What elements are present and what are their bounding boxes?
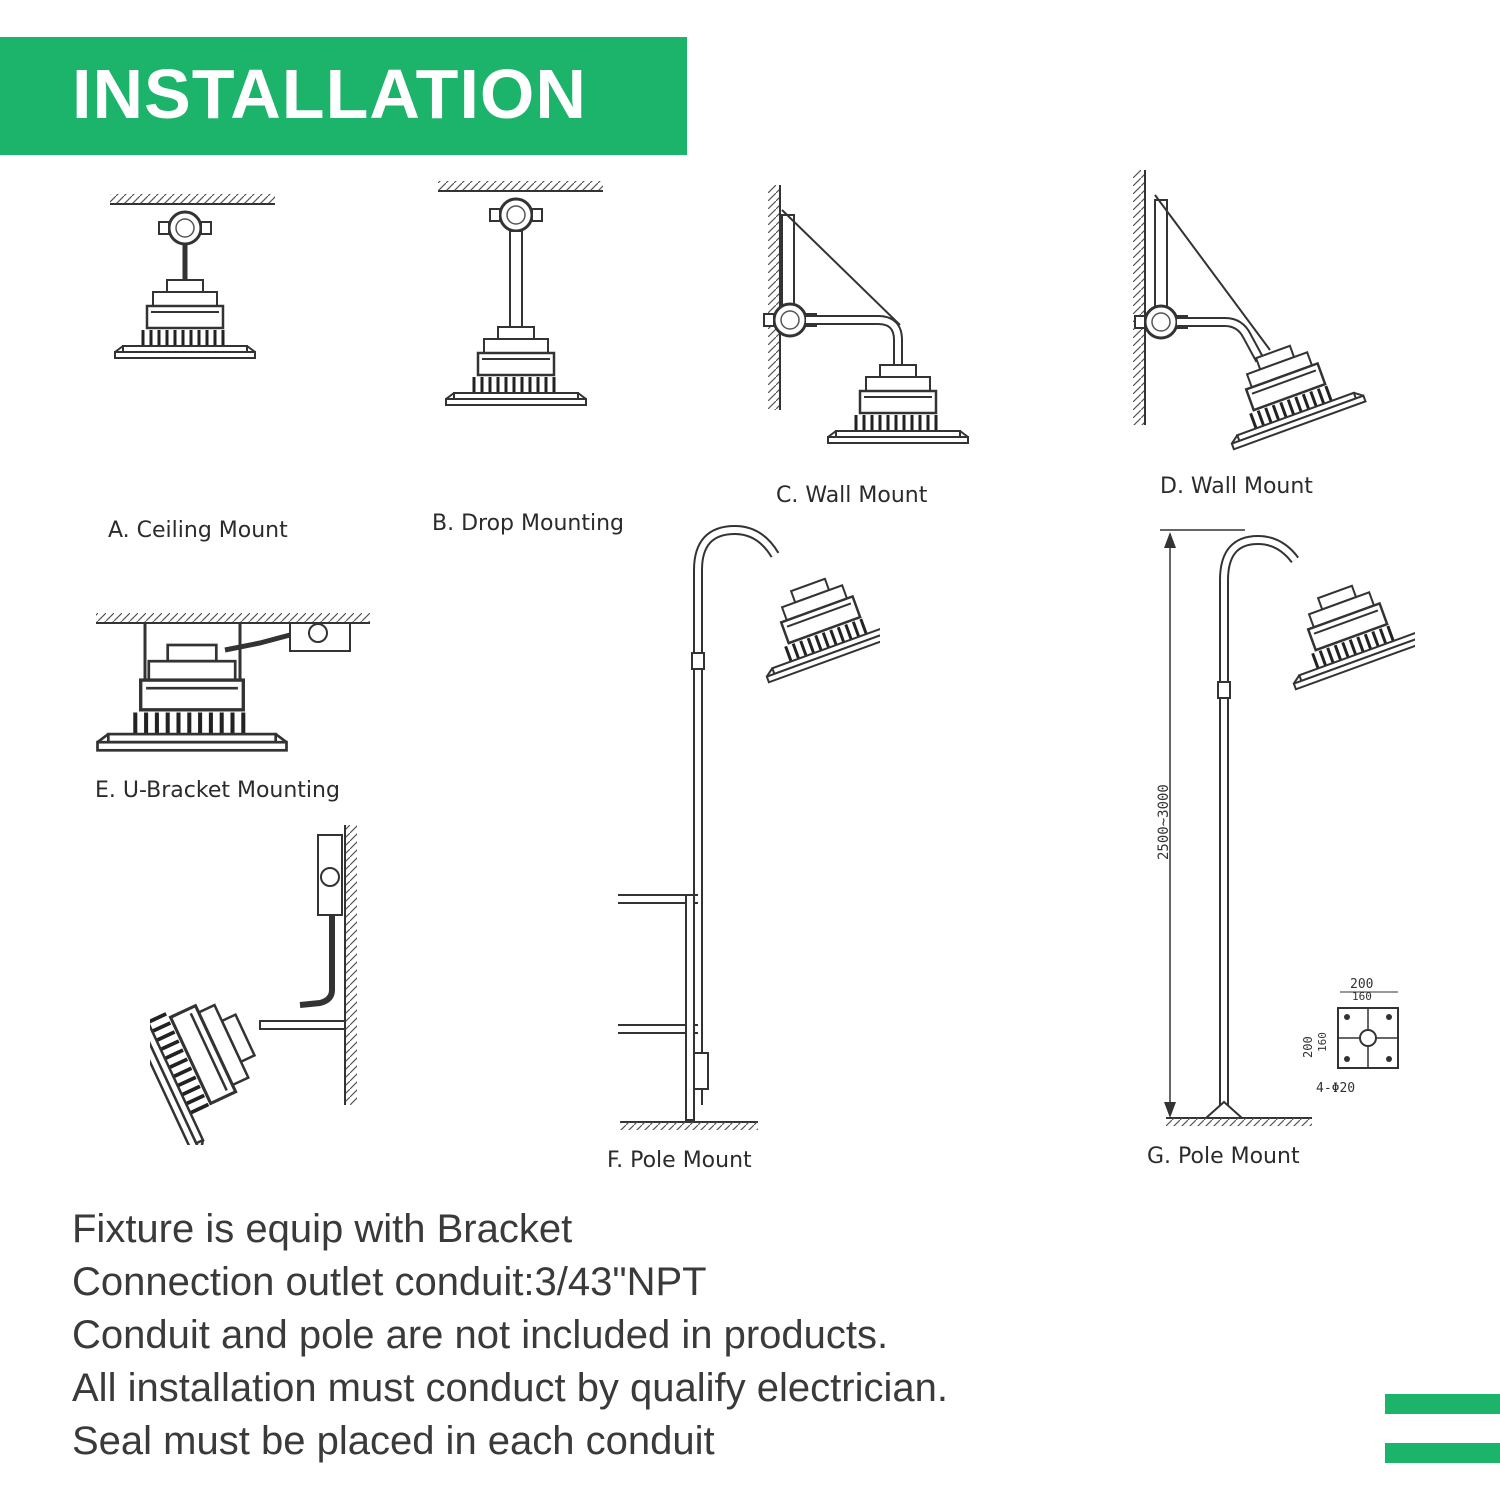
diagram-g-pole-mount: 2500~3000 bbox=[1156, 529, 1415, 1126]
caption-e: E. U-Bracket Mounting bbox=[95, 778, 340, 803]
installation-notes: Fixture is equip with Bracket Connection… bbox=[72, 1203, 948, 1468]
base-plate-detail: 200 160 200 160 4-Φ20 bbox=[1301, 977, 1399, 1096]
note-line: Seal must be placed in each conduit bbox=[72, 1419, 715, 1463]
pole-height-dimension: 2500~3000 bbox=[1156, 784, 1172, 860]
caption-f: F. Pole Mount bbox=[607, 1148, 752, 1173]
note-line: Fixture is equip with Bracket bbox=[72, 1207, 573, 1251]
diagram-c-wall-mount bbox=[762, 185, 970, 445]
diagram-side-bracket-wall-mount bbox=[150, 825, 357, 1145]
caption-c: C. Wall Mount bbox=[776, 483, 928, 508]
base-inner-height-label: 160 bbox=[1316, 1032, 1329, 1052]
diagram-a-ceiling-mount bbox=[110, 194, 275, 360]
caption-b: B. Drop Mounting bbox=[432, 511, 624, 536]
note-line: Conduit and pole are not included in pro… bbox=[72, 1313, 889, 1357]
base-inner-label: 160 bbox=[1352, 990, 1372, 1003]
note-line: All installation must conduct by qualify… bbox=[72, 1366, 948, 1410]
decorative-bar-bottom bbox=[1385, 1443, 1500, 1463]
diagram-d-wall-mount bbox=[1133, 170, 1367, 451]
caption-a: A. Ceiling Mount bbox=[108, 518, 288, 543]
diagram-e-u-bracket-mounting bbox=[90, 613, 370, 770]
header-banner: INSTALLATION bbox=[0, 37, 687, 155]
diagram-b-drop-mounting bbox=[438, 181, 603, 407]
decorative-bar-top bbox=[1385, 1394, 1500, 1414]
holes-label: 4-Φ20 bbox=[1316, 1081, 1355, 1096]
page-title: INSTALLATION bbox=[72, 55, 587, 133]
note-line: Connection outlet conduit:3/43"NPT bbox=[72, 1260, 707, 1304]
diagram-f-pole-mount bbox=[618, 525, 880, 1130]
base-width-label: 200 bbox=[1350, 977, 1373, 992]
caption-d: D. Wall Mount bbox=[1160, 474, 1313, 499]
base-height-label: 200 bbox=[1301, 1036, 1315, 1058]
caption-g: G. Pole Mount bbox=[1147, 1144, 1300, 1169]
